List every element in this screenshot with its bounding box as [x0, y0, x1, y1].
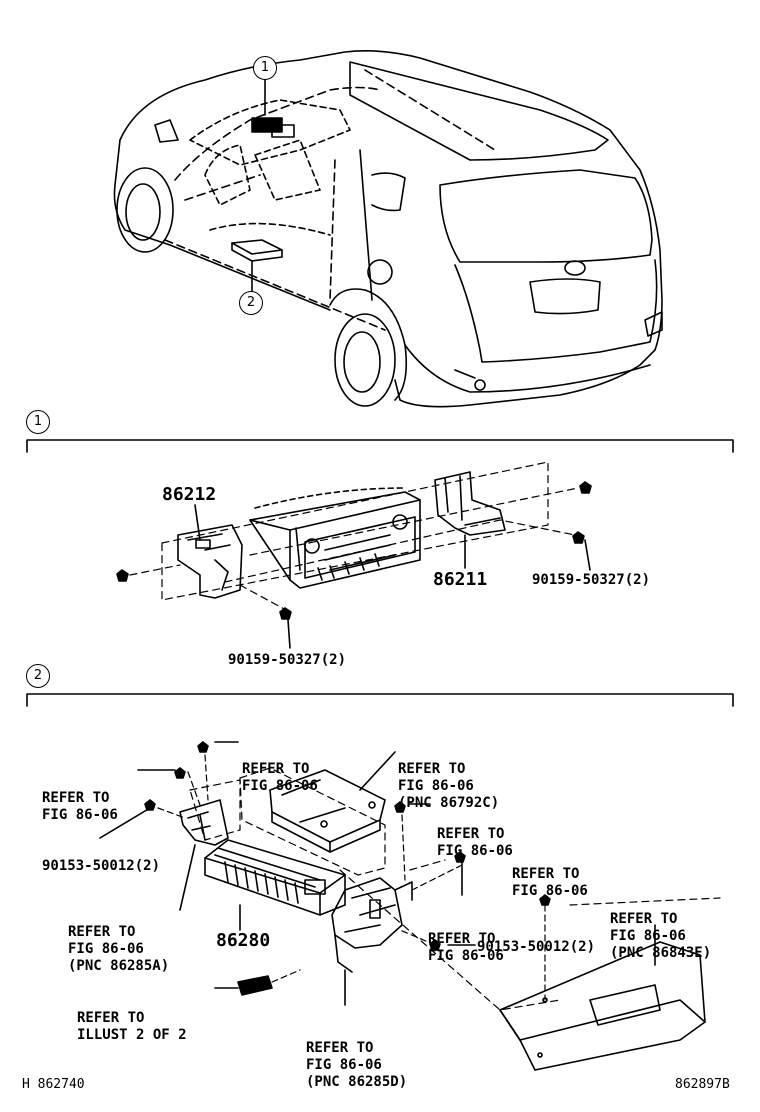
part-number-86280: 86280 — [216, 930, 271, 951]
section-1-parts — [116, 461, 592, 649]
section-2-frame — [26, 693, 734, 707]
section-2-parts — [99, 741, 721, 1071]
vehicle-illustration — [113, 50, 663, 408]
part-number-86211: 86211 — [433, 569, 488, 590]
part-number-86212: 86212 — [162, 484, 217, 505]
footer-illustration-id-right: 862897B — [675, 1077, 730, 1092]
bolt-label-right: 90159-50327(2) — [532, 572, 651, 588]
callout-1-vehicle: 1 — [253, 56, 277, 80]
bolt-label-bottom: 90159-50327(2) — [228, 652, 347, 668]
section-2-callout: 2 — [26, 664, 50, 688]
callout-2-vehicle: 2 — [239, 291, 263, 315]
bolt-label-right-2: 90153-50012(2) — [477, 939, 596, 955]
section-1-callout: 1 — [26, 410, 50, 434]
footer-illustration-id-left: H 862740 — [22, 1077, 85, 1092]
section-1-frame — [26, 439, 734, 453]
bolt-label-left: 90153-50012(2) — [42, 858, 161, 874]
